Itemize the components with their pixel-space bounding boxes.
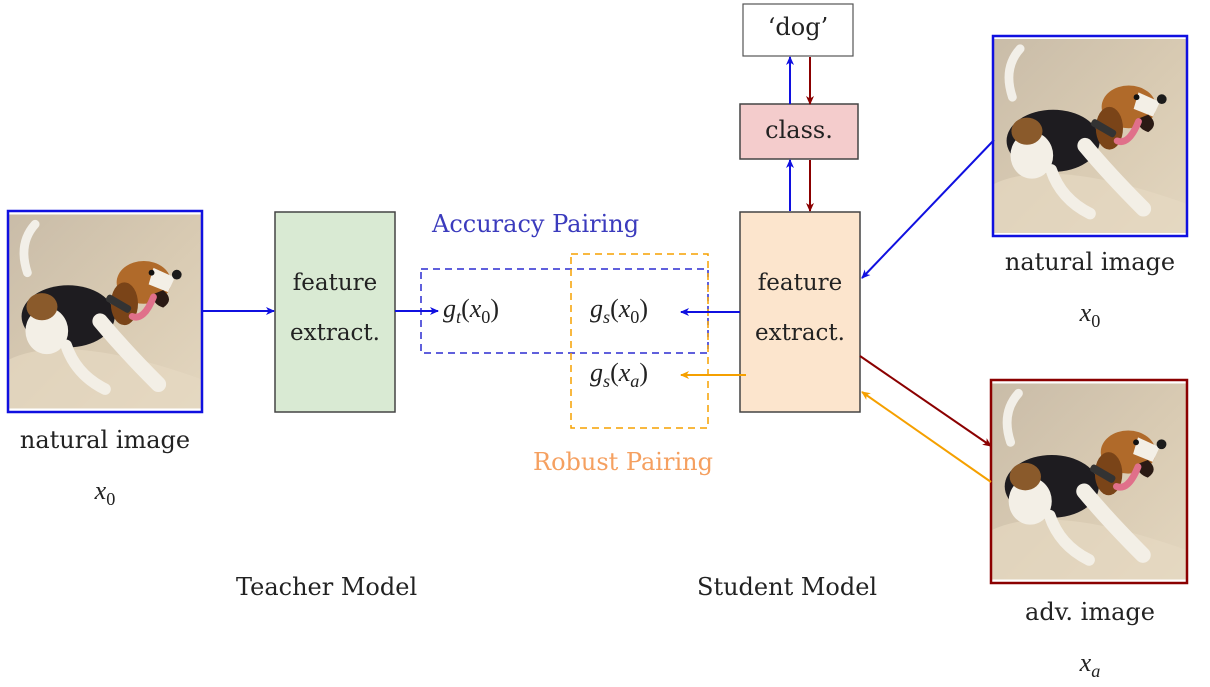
arrow-right-image-to-student [861, 139, 995, 279]
adversarial-image [989, 378, 1189, 585]
gs-xa-label: gs(xa) [590, 358, 649, 392]
adv-image-caption: adv. image [1025, 598, 1155, 626]
student-model-label: Student Model [697, 573, 878, 601]
gs-x0-label: gs(x0) [590, 294, 649, 328]
dog-label-box [742, 3, 854, 57]
x0-right-label: x0 [1079, 298, 1101, 332]
robust-pairing-label: Robust Pairing [533, 448, 713, 476]
student-feature-extractor-box [739, 211, 861, 413]
classifier-box [739, 103, 859, 160]
classifier-label: class. [765, 116, 833, 144]
accuracy-pairing-label: Accuracy Pairing [432, 210, 640, 238]
natural-image-right-caption: natural image [1004, 248, 1176, 276]
teacher-feature-label-2: extract. [290, 320, 380, 346]
dog-label: ‘dog’ [767, 13, 829, 41]
natural-image-left-caption: natural image [19, 426, 191, 454]
natural-image-left [6, 209, 204, 414]
teacher-feature-label-1: feature [292, 270, 378, 296]
arrow-student-to-adv-image [859, 355, 992, 447]
student-feature-label-2: extract. [755, 320, 845, 346]
student-feature-label-1: feature [757, 270, 843, 296]
gt-x0-label: gt(x0) [443, 294, 500, 328]
arrow-adv-image-to-student [861, 391, 992, 483]
teacher-model-label: Teacher Model [236, 573, 418, 601]
x0-left-label: x0 [94, 476, 116, 510]
robust-pairing-box [570, 253, 709, 429]
xa-label: xa [1079, 648, 1101, 682]
natural-image-right [991, 34, 1189, 238]
teacher-feature-extractor-box [274, 211, 396, 413]
